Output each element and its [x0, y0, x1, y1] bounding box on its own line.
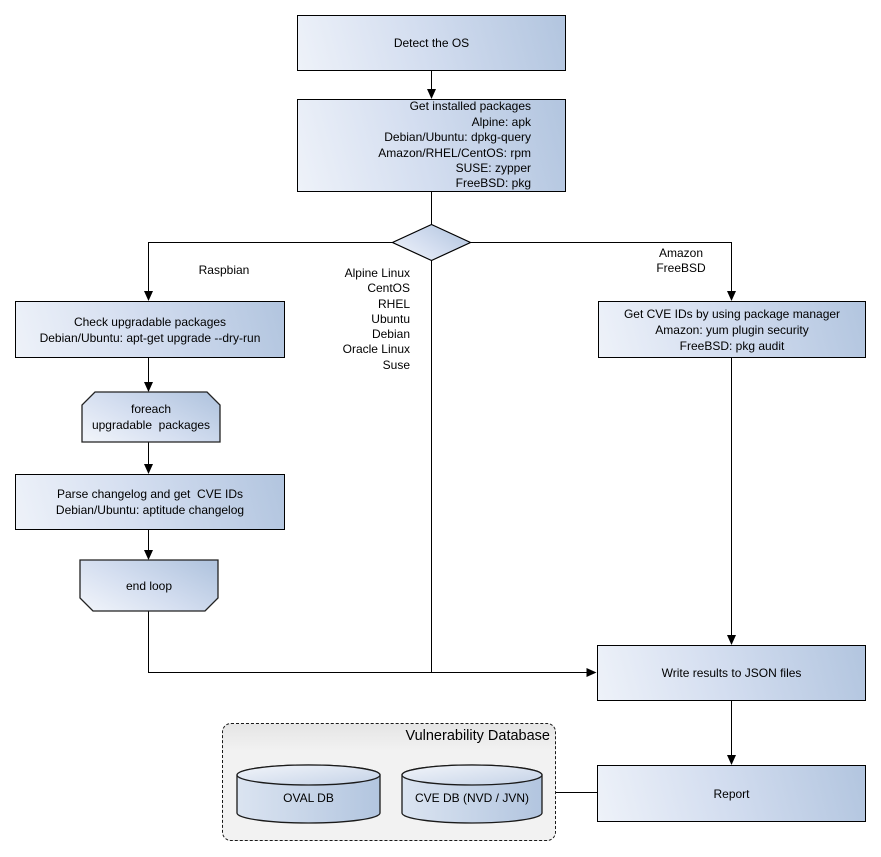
- os-list-item: Debian: [371, 327, 410, 342]
- os-list-item: RHEL: [377, 296, 410, 311]
- os-list-item: Alpine Linux: [344, 266, 410, 280]
- parse-changelog-line: Debian/Ubuntu: aptitude changelog: [55, 503, 245, 517]
- edge-label-direct-os-list: Alpine Linux CentOS RHEL Ubuntu Debian O…: [300, 266, 410, 373]
- parse-changelog-line: Parse changelog and get CVE IDs: [56, 487, 244, 501]
- edge-label-amazon-freebsd: Amazon FreeBSD: [639, 246, 723, 275]
- get-packages-line: Alpine: apk: [471, 114, 531, 129]
- os-decision-diamond: [391, 223, 472, 262]
- freebsd-label: FreeBSD: [656, 260, 706, 275]
- node-write-results: Write results to JSON files: [597, 645, 866, 701]
- cve-db-cylinder: [401, 764, 543, 824]
- check-upgradable-line: Check upgradable packages: [73, 314, 227, 329]
- write-results-label: Write results to JSON files: [661, 666, 802, 680]
- get-packages-line: SUSE: zypper: [455, 160, 531, 175]
- edge-decision-to-get-cve-ids: [470, 242, 736, 301]
- get-packages-line: Amazon/RHEL/CentOS: rpm: [378, 145, 531, 160]
- vulnerability-database-title: Vulnerability Database: [405, 728, 550, 744]
- get-cve-ids-line: Get CVE IDs by using package manager: [623, 306, 841, 321]
- node-report: Report: [597, 765, 866, 822]
- node-get-installed-packages: Get installed packages Alpine: apk Debia…: [297, 99, 566, 192]
- node-get-cve-ids: Get CVE IDs by using package manager Ama…: [598, 301, 866, 358]
- node-detect-os-label: Detect the OS: [393, 36, 470, 50]
- node-check-upgradable-packages: Check upgradable packages Debian/Ubuntu:…: [15, 301, 285, 358]
- get-packages-line: Debian/Ubuntu: dpkg-query: [384, 130, 531, 145]
- os-list-item: Ubuntu: [371, 311, 410, 326]
- oval-db-cylinder: [236, 764, 381, 824]
- os-list-item: Oracle Linux: [342, 342, 410, 357]
- check-upgradable-line: Debian/Ubuntu: apt-get upgrade --dry-run: [39, 330, 261, 345]
- node-parse-changelog: Parse changelog and get CVE IDs Debian/U…: [15, 474, 285, 530]
- edge-decision-to-check-upgradable: [144, 242, 393, 301]
- os-list-item: CentOS: [367, 281, 410, 296]
- foreach-loop-shape: [81, 391, 221, 443]
- get-cve-ids-line: FreeBSD: pkg audit: [679, 338, 785, 353]
- end-loop-shape: [79, 559, 219, 612]
- get-packages-line: Get installed packages: [409, 99, 531, 114]
- edge-label-raspbian: Raspbian: [198, 263, 250, 277]
- get-packages-line: FreeBSD: pkg: [455, 176, 531, 191]
- node-detect-os: Detect the OS: [297, 15, 566, 71]
- edge-endloop-to-write-results: [148, 611, 597, 677]
- amazon-label: Amazon: [658, 246, 704, 260]
- os-list-item: Suse: [382, 357, 410, 372]
- report-label: Report: [713, 786, 750, 801]
- get-cve-ids-line: Amazon: yum plugin security: [655, 322, 809, 337]
